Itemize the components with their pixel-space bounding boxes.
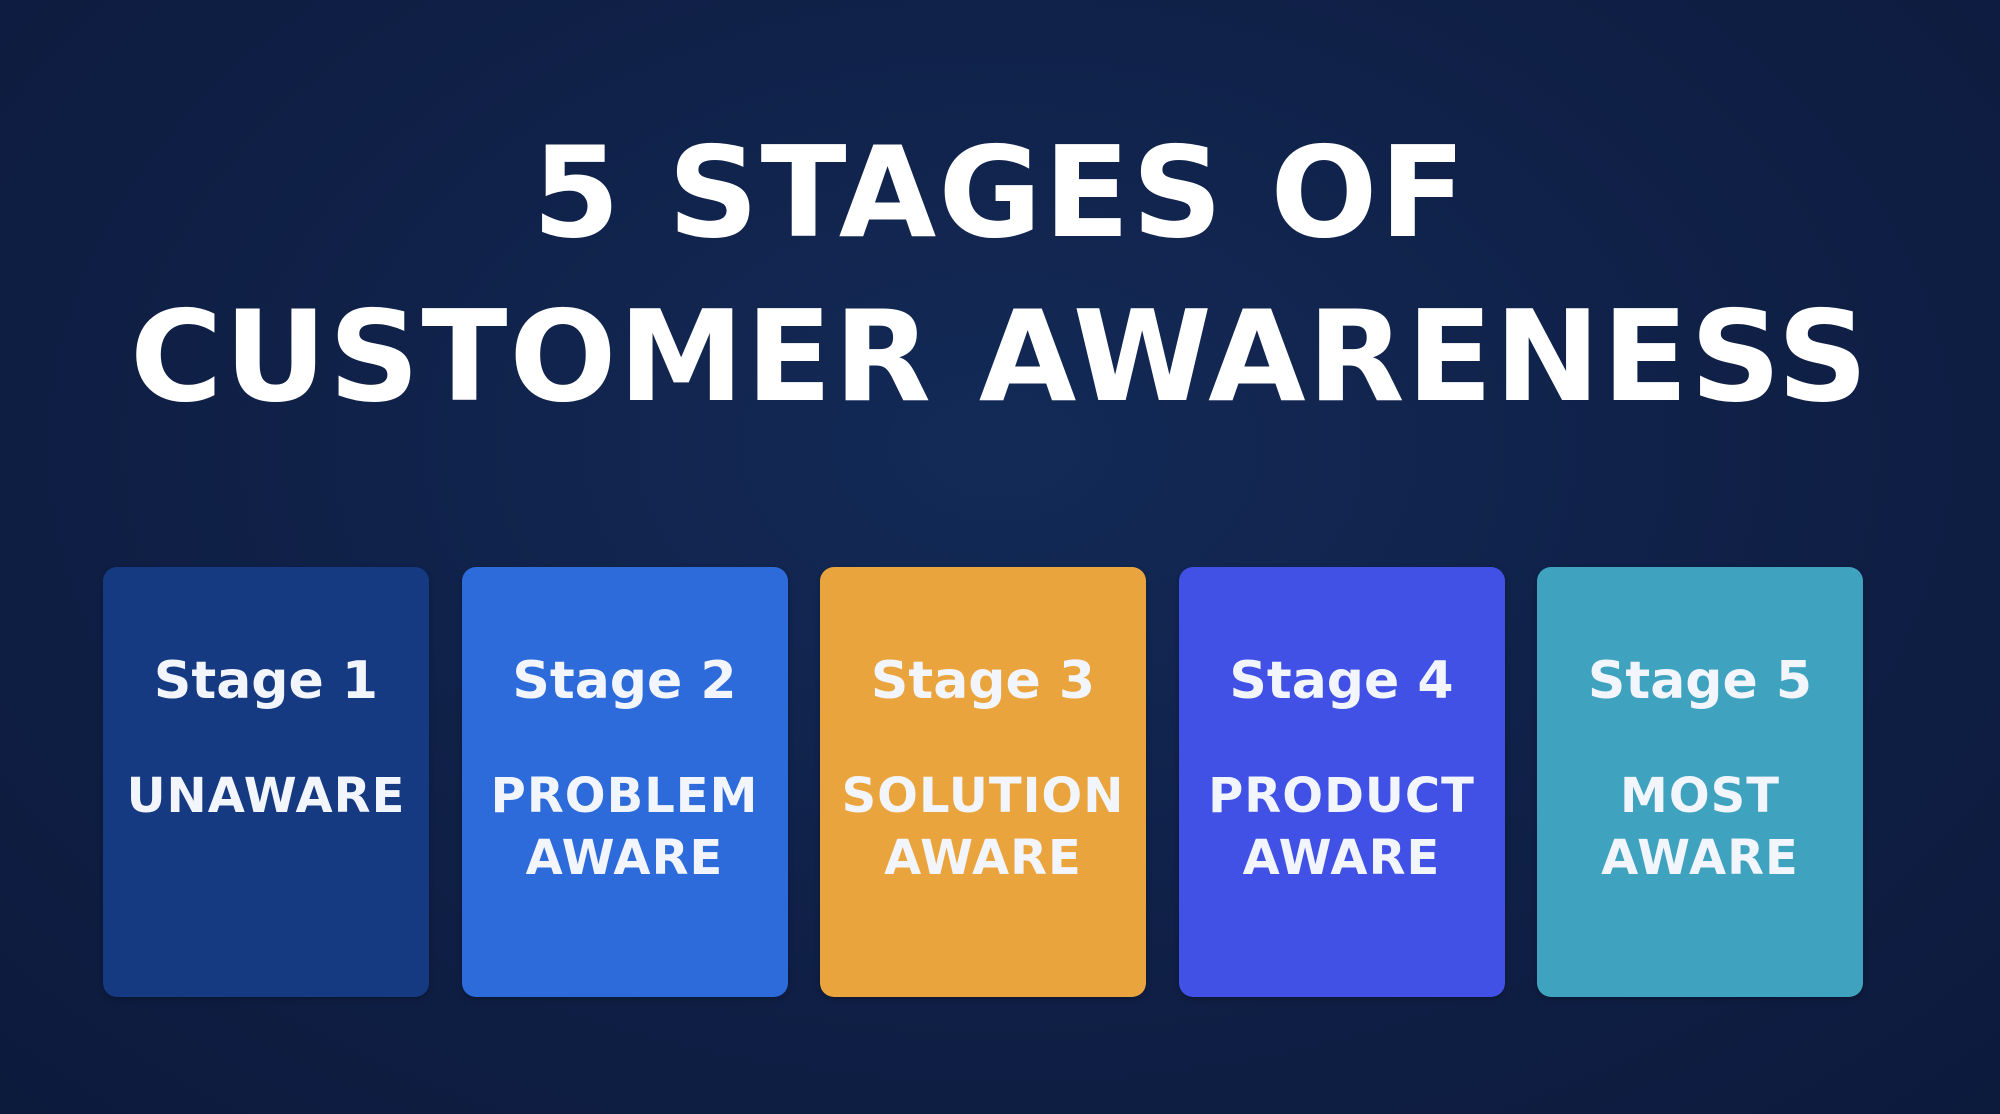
stage-name: UNAWARE [127,765,406,827]
stages-row: Stage 1 UNAWARE Stage 2 PROBLEM AWARE St… [103,567,1863,997]
stage-card-1: Stage 1 UNAWARE [103,567,429,997]
stage-name: PROBLEM AWARE [491,765,759,889]
title-line-1: 5 STAGES OF [532,119,1468,266]
stage-name-line-2: AWARE [525,830,724,886]
stage-label: Stage 2 [512,651,737,711]
stage-name: SOLUTION AWARE [842,765,1125,889]
stage-name-line-1: PROBLEM [490,768,759,824]
stage-name-line-1: UNAWARE [126,768,406,824]
stage-name-line-1: SOLUTION [841,768,1125,824]
stage-label: Stage 3 [870,651,1096,711]
stage-name-line-2: AWARE [1242,830,1441,886]
stage-card-4: Stage 4 PRODUCT AWARE [1178,567,1505,997]
stage-name-line-1: MOST [1620,768,1780,824]
stage-name: MOST AWARE [1601,765,1799,889]
stage-name-line-2: AWARE [1601,830,1799,886]
stage-name: PRODUCT AWARE [1208,765,1475,889]
stage-card-3: Stage 3 SOLUTION AWARE [820,567,1146,997]
page-title: 5 STAGES OF CUSTOMER AWARENESS [0,130,2000,420]
stage-label: Stage 4 [1229,651,1454,711]
stage-name-line-1: PRODUCT [1208,768,1475,824]
title-line-2: CUSTOMER AWARENESS [129,283,1871,430]
stage-card-2: Stage 2 PROBLEM AWARE [461,567,788,997]
stage-label: Stage 5 [1587,651,1813,711]
stage-card-5: Stage 5 MOST AWARE [1537,567,1863,997]
stage-name-line-2: AWARE [884,830,1082,886]
stage-label: Stage 1 [153,651,379,711]
